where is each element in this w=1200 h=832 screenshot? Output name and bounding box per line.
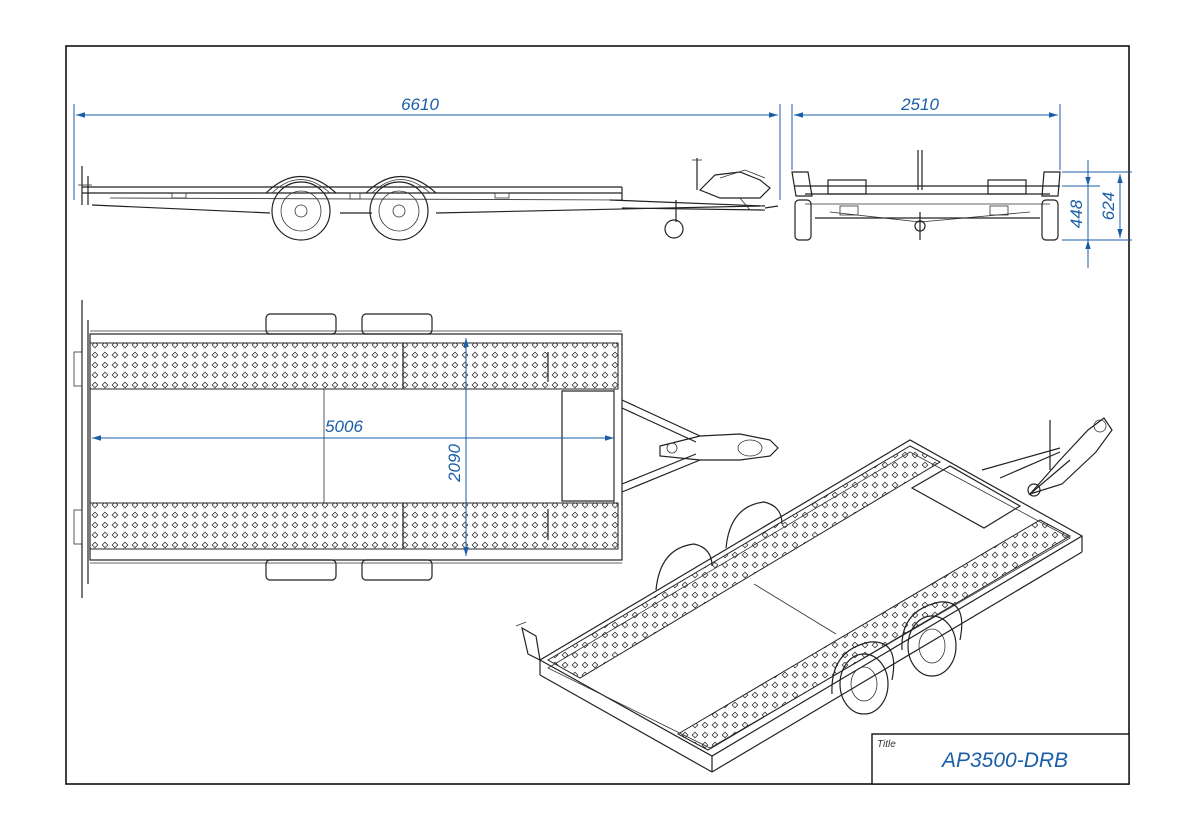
title-block: Title AP3500-DRB bbox=[871, 733, 1130, 785]
front-view bbox=[791, 150, 1074, 241]
overall-length-label: 6610 bbox=[401, 95, 439, 114]
front-tyre-right bbox=[1041, 199, 1059, 241]
height-bed-label: 448 bbox=[1067, 199, 1086, 228]
front-tyre-left bbox=[794, 199, 812, 241]
platform-length-label: 5006 bbox=[325, 417, 363, 436]
isometric-view bbox=[515, 417, 1113, 773]
wheel-front bbox=[271, 181, 331, 241]
treadplate-upper bbox=[89, 342, 619, 390]
top-view bbox=[73, 300, 779, 598]
side-view bbox=[78, 158, 779, 241]
platform-width-label: 2090 bbox=[445, 444, 464, 483]
treadplate-lower bbox=[89, 502, 619, 550]
overall-width-label: 2510 bbox=[900, 95, 939, 114]
iso-wheel-front bbox=[839, 653, 889, 715]
dimension-platform-length: 5006 bbox=[92, 417, 614, 441]
title-caption: Title bbox=[877, 739, 896, 750]
dimension-overall-length: 6610 bbox=[73, 95, 781, 200]
dimension-overall-width: 2510 bbox=[791, 95, 1061, 170]
iso-wheel-rear bbox=[907, 615, 957, 677]
dimension-height-total: 624 bbox=[1062, 171, 1132, 241]
dimension-height-bed: 448 bbox=[1062, 160, 1100, 268]
dimension-platform-width: 2090 bbox=[445, 338, 469, 556]
sheet-frame bbox=[65, 45, 1130, 785]
wheel-rear bbox=[369, 181, 429, 241]
iso-treadplate-right bbox=[676, 519, 1072, 751]
drawing-title: AP3500-DRB bbox=[940, 749, 1068, 772]
height-total-label: 624 bbox=[1099, 192, 1118, 220]
iso-treadplate-left bbox=[546, 445, 942, 679]
